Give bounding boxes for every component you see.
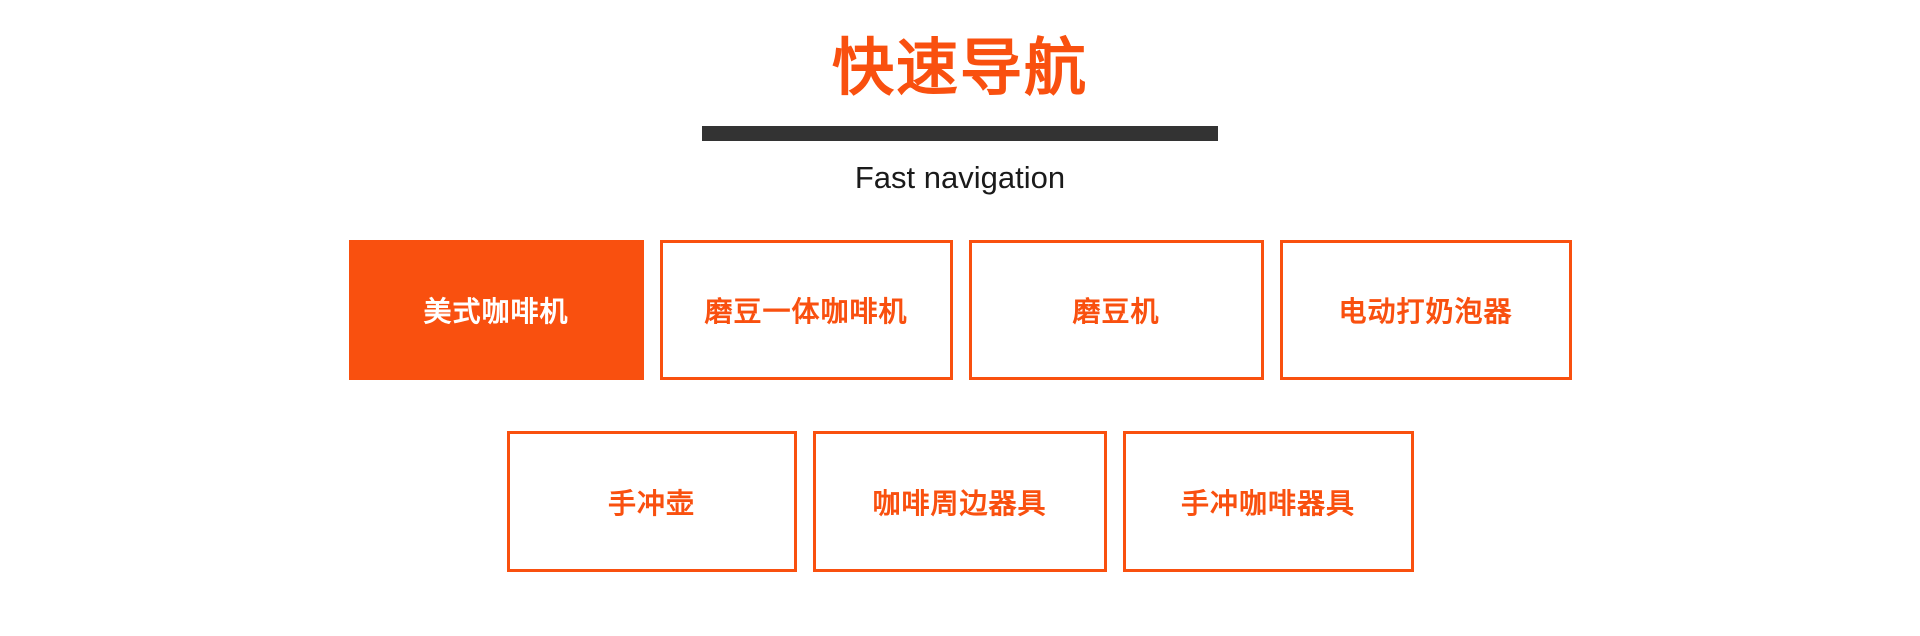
title-underline-rule bbox=[702, 126, 1218, 141]
nav-row-primary: 美式咖啡机 磨豆一体咖啡机 磨豆机 电动打奶泡器 bbox=[0, 240, 1920, 380]
nav-item-electric-milk-frother[interactable]: 电动打奶泡器 bbox=[1279, 240, 1572, 380]
page-title: 快速导航 bbox=[831, 34, 1088, 103]
nav-item-pour-over-kettle[interactable]: 手冲壶 bbox=[506, 431, 797, 572]
nav-item-pour-over-coffee-tools[interactable]: 手冲咖啡器具 bbox=[1122, 431, 1414, 572]
nav-item-bean-grinder[interactable]: 磨豆机 bbox=[968, 240, 1264, 380]
nav-item-coffee-accessories[interactable]: 咖啡周边器具 bbox=[812, 431, 1107, 572]
nav-item-american-coffee-machine[interactable]: 美式咖啡机 bbox=[348, 240, 644, 380]
page-subtitle: Fast navigation bbox=[854, 160, 1066, 195]
nav-row-secondary: 手冲壶 咖啡周边器具 手冲咖啡器具 bbox=[0, 431, 1920, 572]
navigation-grid: 美式咖啡机 磨豆一体咖啡机 磨豆机 电动打奶泡器 手冲壶 咖啡周边器具 手冲咖啡… bbox=[0, 240, 1920, 572]
nav-item-grinder-coffee-machine[interactable]: 磨豆一体咖啡机 bbox=[659, 240, 953, 380]
